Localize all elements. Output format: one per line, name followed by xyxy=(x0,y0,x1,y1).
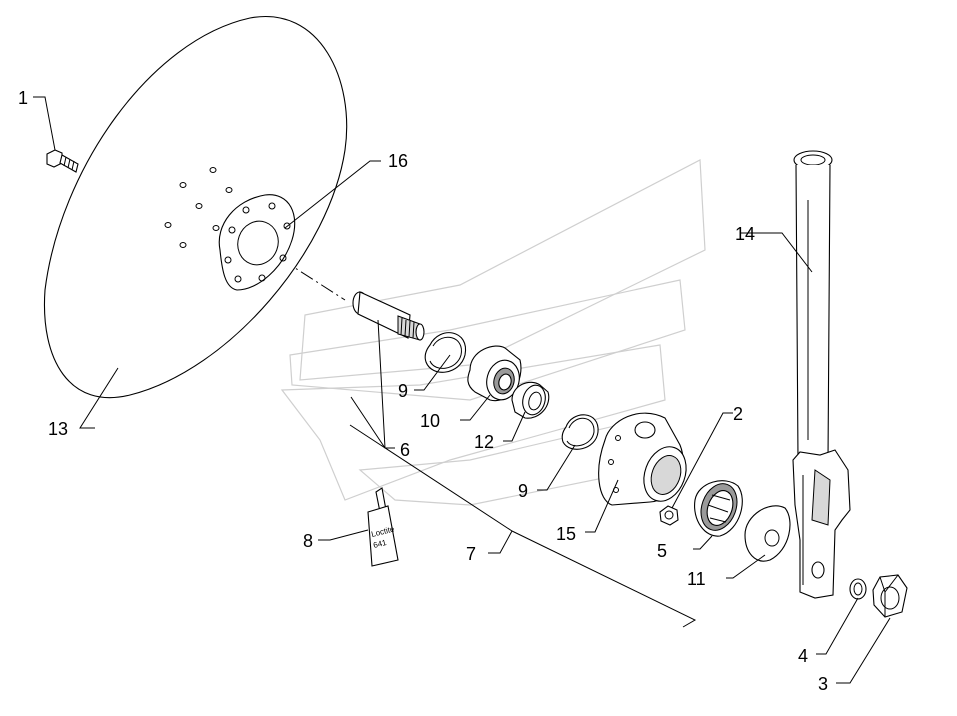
callout-2: 2 xyxy=(733,404,743,424)
spacer-ring xyxy=(511,381,550,419)
callout-9b: 9 xyxy=(518,481,528,501)
bearing xyxy=(467,345,522,402)
support-arm xyxy=(792,150,851,599)
callout-4: 4 xyxy=(798,646,808,666)
shaft xyxy=(352,291,425,341)
callout-10: 10 xyxy=(420,411,440,431)
callout-16: 16 xyxy=(388,151,408,171)
loctite-bottle: Loctite 641 xyxy=(367,487,399,567)
bolt xyxy=(46,149,79,173)
callout-1: 1 xyxy=(18,88,28,108)
washer xyxy=(744,505,791,562)
bottle-label-line2: 641 xyxy=(372,538,388,550)
grease-nipple xyxy=(659,505,679,526)
callout-8: 8 xyxy=(303,531,313,551)
callout-11: 11 xyxy=(687,569,706,589)
disc-bolt-holes xyxy=(164,167,233,248)
callout-12: 12 xyxy=(474,432,494,452)
callout-5: 5 xyxy=(657,541,667,561)
callout-15: 15 xyxy=(556,524,576,544)
circlip-2 xyxy=(561,414,599,450)
callout-6: 6 xyxy=(400,440,410,460)
watermark-logo xyxy=(280,159,706,506)
callout-labels: 1 2 3 4 5 6 7 8 9 9 10 11 12 13 14 15 16 xyxy=(18,88,828,694)
hub-housing xyxy=(598,412,687,506)
callout-14: 14 xyxy=(735,224,755,244)
callout-3: 3 xyxy=(818,674,828,694)
disc-blade xyxy=(43,15,348,399)
callout-7: 7 xyxy=(466,544,476,564)
circlip-1 xyxy=(424,332,466,373)
hex-nut xyxy=(872,574,908,618)
callout-9a: 9 xyxy=(398,381,408,401)
seal xyxy=(694,480,743,537)
leader-lines xyxy=(33,96,891,684)
callout-13: 13 xyxy=(48,419,68,439)
flange-plate xyxy=(218,194,296,291)
lock-washer xyxy=(849,578,867,600)
